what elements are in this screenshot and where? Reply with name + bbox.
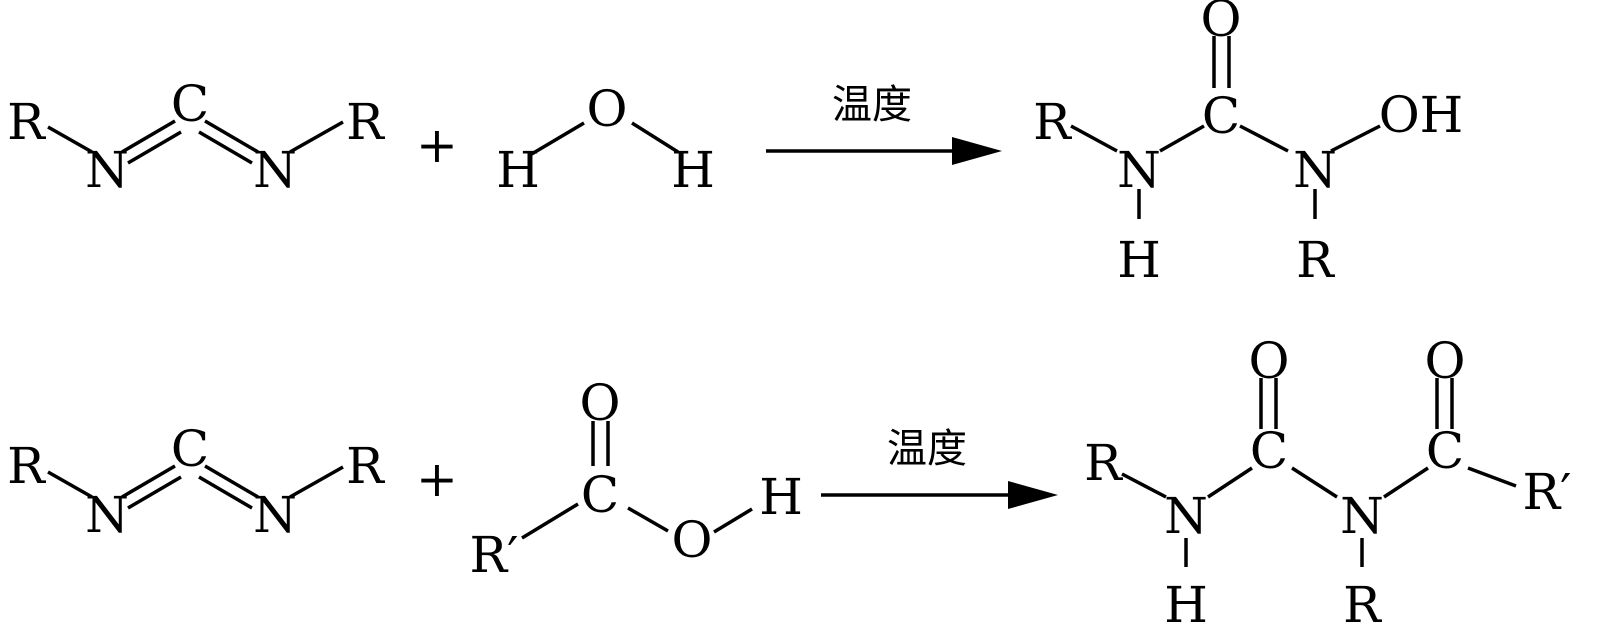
reaction-1-carbodiimide: R N C N R	[7, 75, 385, 199]
hydrogen-right-label: H	[671, 141, 715, 199]
reaction-1-product: R N H C O N OH R	[1033, 0, 1463, 289]
reaction-1-arrow: 温度	[766, 82, 1002, 165]
reaction-2-product: R N H C O N R C O R′	[1084, 332, 1571, 630]
hydroxyl-hydrogen-label: H	[759, 468, 803, 526]
nitrogen-left-label: N	[85, 141, 129, 199]
plus-sign: +	[416, 450, 458, 508]
carboxyl-carbon-label: C	[581, 466, 619, 524]
reaction-2: R N C N R + R′ C O O H 温度	[7, 332, 1571, 630]
product-n-r-label: R	[1343, 576, 1382, 630]
carbonyl-oxygen-label: O	[580, 374, 621, 432]
product-r-label: R	[1033, 93, 1072, 151]
carbon-label: C	[171, 75, 209, 133]
product-n-r-label: R	[1296, 231, 1335, 289]
carbon-label: C	[171, 420, 209, 478]
hydroxyl-oxygen-label: O	[672, 511, 713, 569]
product-nh-hydrogen-label: H	[1164, 576, 1208, 630]
r-right-label: R	[346, 437, 385, 495]
reaction-1: R N C N R + H O H 温度	[7, 0, 1463, 289]
r-right-label: R	[346, 93, 385, 151]
reaction-2-arrow: 温度	[821, 426, 1058, 509]
r-left-label: R	[7, 437, 46, 495]
plus-sign: +	[416, 116, 458, 174]
product-oh-label: OH	[1379, 86, 1464, 144]
product-acyl-oxygen-label: O	[1425, 332, 1466, 390]
product-n-label: N	[1340, 487, 1384, 545]
product-urea-carbon-label: C	[1250, 422, 1288, 480]
product-r-prime-label: R′	[1523, 463, 1572, 521]
reaction-condition-label: 温度	[887, 426, 967, 472]
nitrogen-right-label: N	[253, 141, 297, 199]
reaction-condition-label: 温度	[832, 82, 912, 128]
product-carbonyl-oxygen-label: O	[1201, 0, 1242, 48]
oxygen-label: O	[587, 80, 628, 138]
product-n-label: N	[1293, 141, 1337, 199]
r-prime-label: R′	[470, 526, 519, 584]
r-left-label: R	[7, 93, 46, 151]
product-nh-hydrogen-label: H	[1117, 231, 1161, 289]
nitrogen-left-label: N	[85, 486, 129, 544]
product-urea-oxygen-label: O	[1249, 332, 1290, 390]
product-nh-nitrogen-label: N	[1164, 487, 1208, 545]
reaction-2-carbodiimide: R N C N R	[7, 420, 385, 544]
product-acyl-carbon-label: C	[1426, 422, 1464, 480]
product-r-label: R	[1084, 434, 1123, 492]
reaction-1-water: H O H	[496, 80, 715, 199]
product-carbonyl-carbon-label: C	[1202, 87, 1240, 145]
nitrogen-right-label: N	[253, 486, 297, 544]
product-nh-nitrogen-label: N	[1117, 141, 1161, 199]
reaction-2-carboxylic-acid: R′ C O O H	[470, 374, 803, 584]
hydrogen-left-label: H	[496, 141, 540, 199]
